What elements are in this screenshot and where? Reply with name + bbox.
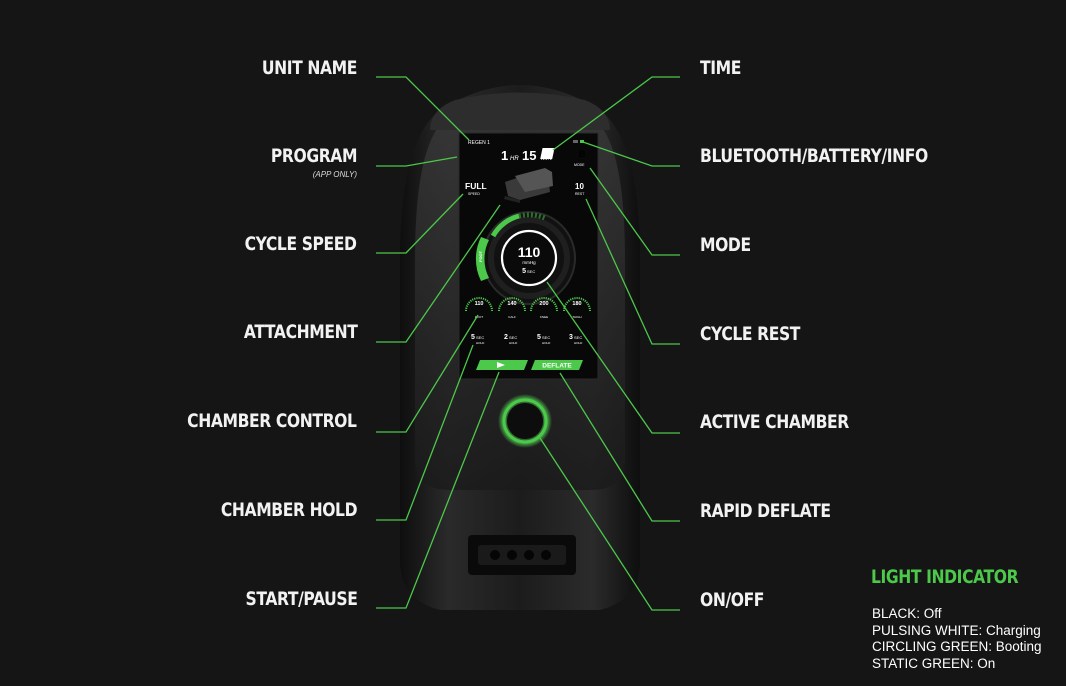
screen-time-hr: 1	[501, 148, 508, 163]
screen-active-tag: FOOT	[478, 250, 483, 262]
leader-cycle-rest	[585, 198, 680, 345]
legend-item: BLACK: Off	[872, 606, 942, 621]
legend-item: PULSING WHITE: Charging	[872, 622, 1041, 638]
leader-attachment	[376, 204, 501, 343]
callout-rapid-deflate: RAPID DEFLATE	[700, 500, 831, 522]
leader-unit-name	[376, 76, 470, 141]
callout-cycle-speed: CYCLE SPEED	[245, 233, 357, 255]
hold-label: HOLD	[476, 341, 485, 345]
screen-pressure-value: 110	[518, 244, 541, 260]
pressure-gauge: 110 mmHg 5 SEC	[482, 211, 576, 305]
leader-time	[552, 76, 680, 151]
screen-time-hr-unit: HR	[510, 156, 519, 162]
touch-screen: REGEN 1 1 HR 15 MIN B MODE FULL SPEED 10…	[458, 132, 599, 380]
screen-time-min: 15	[522, 148, 536, 163]
chamber-gauges[interactable]: 110 FOOT 140 CALF 200 KNEE 180 THIGH	[465, 297, 591, 319]
hold-unit: SEC	[542, 335, 550, 340]
leader-bluetooth	[582, 141, 680, 167]
chamber-label: THIGH	[572, 315, 581, 319]
callout-chamber-hold: CHAMBER HOLD	[220, 499, 358, 521]
bluetooth-battery-info-icon[interactable]	[573, 140, 584, 143]
chamber-value: 140	[507, 301, 516, 307]
active-chamber-indicator[interactable]: FOOT	[475, 237, 489, 281]
hold-value: 5	[537, 334, 541, 341]
leader-cycle-speed	[376, 193, 464, 254]
cycle-speed-button[interactable]: FULL SPEED	[465, 181, 487, 196]
screen-cycle-speed-sub: SPEED	[468, 192, 480, 196]
screen-pressure-unit: mmHg	[522, 260, 536, 265]
screen-cycle-rest-sub: REST	[575, 192, 585, 196]
leader-start-pause	[376, 371, 500, 609]
chamber-gauge-foot[interactable]: 110 FOOT	[465, 297, 493, 319]
callout-attachment: ATTACHMENT	[243, 321, 357, 343]
chamber-hold-item[interactable]: 2 SEC HOLD	[504, 334, 518, 345]
screen-mode-label: MODE	[574, 163, 585, 167]
chamber-hold-item[interactable]: 5 SEC HOLD	[471, 334, 485, 345]
leader-chamber-control	[376, 314, 479, 433]
hold-label: HOLD	[542, 341, 551, 345]
callout-on-off: ON/OFF	[700, 589, 765, 611]
callout-start-pause: START/PAUSE	[245, 588, 357, 610]
callout-chamber-control: CHAMBER CONTROL	[187, 410, 358, 432]
callout-program-note: (APP ONLY)	[312, 170, 357, 179]
leader-program	[376, 156, 458, 167]
chamber-label: CALF	[508, 315, 516, 319]
attachment-icon[interactable]	[504, 168, 553, 203]
callout-unit-name: UNIT NAME	[261, 57, 358, 79]
chamber-label: FOOT	[475, 315, 483, 319]
leader-on-off	[539, 437, 680, 611]
chamber-value: 200	[539, 301, 548, 307]
screen-unit-name: REGEN 1	[468, 140, 490, 146]
legend-item: STATIC GREEN: On	[872, 655, 996, 671]
hold-unit: SEC	[509, 335, 517, 340]
start-pause-button[interactable]	[476, 360, 528, 370]
leader-lines	[376, 76, 680, 611]
leader-rapid-deflate	[559, 372, 680, 522]
hold-value: 5	[471, 334, 475, 341]
legend-title: LIGHT INDICATOR	[871, 566, 1019, 588]
screen-hold-value: 5	[522, 268, 526, 275]
legend-list: BLACK: Off PULSING WHITE: Charging CIRCL…	[872, 606, 1042, 672]
callout-cycle-rest: CYCLE REST	[700, 323, 800, 345]
hold-label: HOLD	[574, 341, 583, 345]
callout-program: PROGRAM	[270, 145, 358, 167]
deflate-label: DEFLATE	[542, 363, 572, 370]
hold-unit: SEC	[476, 335, 484, 340]
power-button[interactable]	[498, 394, 552, 448]
callout-active-chamber: ACTIVE CHAMBER	[700, 411, 849, 433]
legend-item: CIRCLING GREEN: Booting	[872, 639, 1042, 654]
chamber-holds[interactable]: 5 SEC HOLD 2 SEC HOLD 5 SEC HOLD 3 SEC H…	[471, 334, 583, 345]
callout-bluetooth-battery-info: BLUETOOTH/BATTERY/INFO	[700, 145, 928, 167]
cycle-rest-button[interactable]: 10 REST	[575, 182, 585, 196]
chamber-gauge-calf[interactable]: 140 CALF	[498, 297, 526, 319]
play-icon	[497, 362, 505, 368]
vent-grille	[468, 535, 576, 575]
callout-time: TIME	[700, 57, 741, 79]
mode-logo-icon: B	[579, 149, 586, 159]
chamber-gauge-thigh[interactable]: 180 THIGH	[563, 297, 591, 319]
screen-cycle-rest: 10	[575, 182, 584, 191]
hold-unit: SEC	[574, 335, 582, 340]
leader-mode	[589, 167, 680, 256]
hold-label: HOLD	[509, 341, 518, 345]
chamber-gauge-knee[interactable]: 200 KNEE	[530, 297, 558, 319]
callout-mode: MODE	[700, 234, 751, 256]
hold-value: 3	[569, 334, 573, 341]
hold-value: 2	[504, 334, 508, 341]
rapid-deflate-button[interactable]: DEFLATE	[531, 360, 583, 370]
leader-chamber-hold	[376, 344, 474, 521]
screen-cycle-speed: FULL	[465, 181, 487, 191]
chamber-value: 110	[475, 301, 484, 307]
screen-hold-unit: SEC	[527, 269, 535, 274]
chamber-value: 180	[572, 301, 581, 307]
mode-button[interactable]: B MODE	[540, 148, 586, 167]
chamber-hold-item[interactable]: 5 SEC HOLD	[537, 334, 551, 345]
chamber-hold-item[interactable]: 3 SEC HOLD	[569, 334, 583, 345]
leader-active-chamber	[546, 281, 680, 434]
chamber-label: KNEE	[540, 315, 548, 319]
